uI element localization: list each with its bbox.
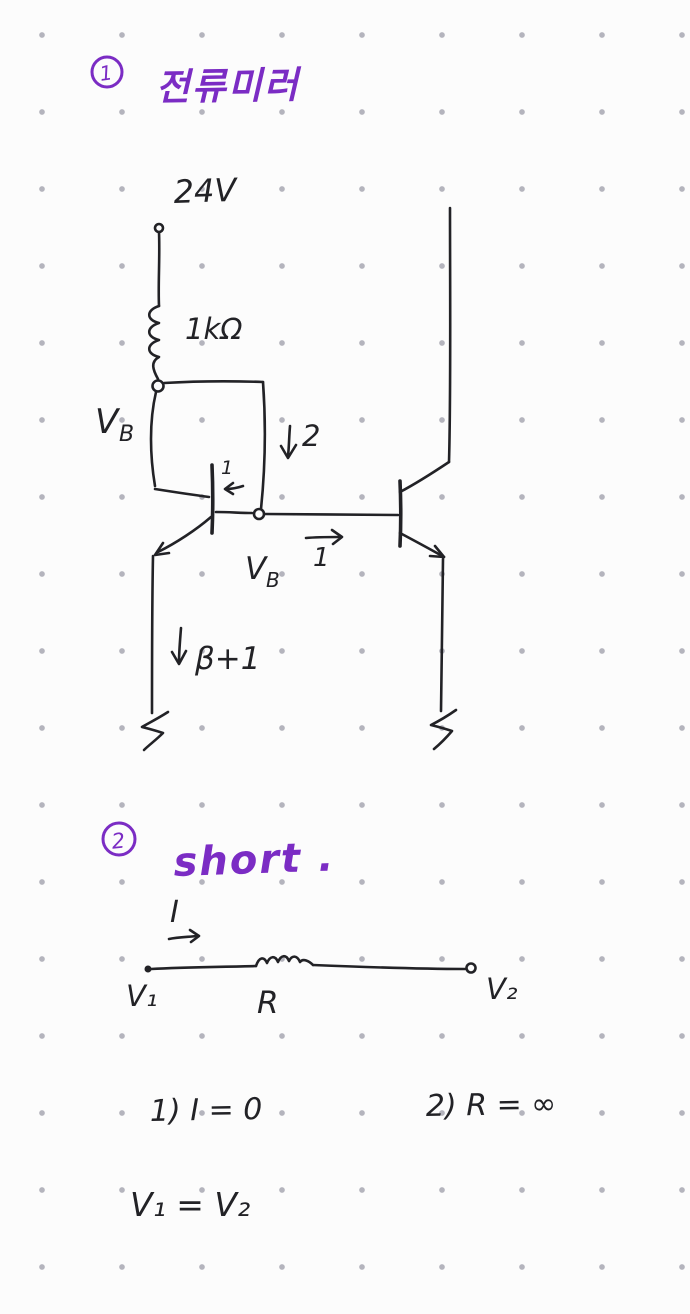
base-wire-right	[263, 512, 400, 517]
q2-collector-lead	[398, 460, 451, 494]
resistor-r-label: R	[257, 985, 279, 1021]
q1-emitter-drop-wire	[150, 554, 155, 715]
vb-bottom-subscript: B	[266, 568, 280, 592]
q1-base-lead	[153, 487, 211, 499]
q2-emitter-arrowhead	[428, 544, 446, 559]
right-terminal-circle	[465, 962, 477, 974]
section-1-badge-number: 1	[98, 60, 114, 86]
branch-current-label: 2	[302, 419, 320, 453]
q1-emitter-lead	[156, 515, 213, 554]
current-i-label: I	[170, 895, 179, 930]
node-ring-top	[151, 379, 165, 393]
left-terminal-dot	[144, 965, 152, 973]
q2-emitter-drop-wire	[439, 557, 445, 713]
v2-node-label: V₂	[486, 972, 518, 1006]
v1-node-label: V₁	[126, 979, 157, 1013]
q2-collector-wire-up	[447, 206, 452, 464]
wire-node-to-base	[149, 390, 158, 488]
case-1-equation: 1) I = 0	[150, 1092, 263, 1129]
wire-branch-down	[259, 380, 267, 511]
branch-current-arrowhead	[279, 443, 298, 460]
q2-emitter-lead	[398, 531, 446, 559]
output-current-arrowhead	[330, 528, 344, 546]
section-1-badge-circle	[90, 55, 124, 89]
output-current-label: 1	[313, 543, 330, 573]
vb-bottom-label: V	[245, 551, 269, 587]
node-ring-mid	[252, 507, 266, 521]
q1-base-bar	[210, 463, 215, 535]
section-1-title: 전류미러	[155, 63, 302, 109]
vb-left-subscript: B	[119, 422, 134, 447]
base-current-arrowhead	[223, 481, 235, 496]
ink-labels: 24V 1kΩ V B 2 1 V B 1 β+1 I V₁ R V₂ 1) I…	[95, 171, 556, 1224]
emitter-current-arrow-shaft	[177, 626, 183, 664]
base-current-label: 1	[221, 457, 233, 479]
emitter-current-arrowhead	[170, 649, 188, 666]
supply-wire	[157, 230, 161, 308]
wire-node-right	[162, 380, 265, 385]
current-i-arrow-shaft	[167, 934, 199, 941]
resistor-coil	[147, 304, 161, 381]
branch-current-arrow-shaft	[286, 424, 292, 458]
ink-strokes	[140, 206, 477, 974]
wire-right-segment	[311, 963, 467, 971]
section-2-badge-number: 2	[110, 828, 126, 853]
accent-strokes	[90, 55, 137, 857]
section-2-title: short .	[173, 834, 336, 886]
case-2-equation: 2) R = ∞	[426, 1087, 557, 1124]
output-current-arrow-shaft	[304, 535, 342, 540]
vb-left-label: V	[95, 402, 121, 442]
ground-symbol-right	[429, 708, 458, 751]
q1-collector-lead	[214, 510, 254, 515]
resistor-value-label: 1kΩ	[185, 312, 242, 346]
wire-left-segment	[149, 964, 258, 971]
current-i-arrowhead	[188, 928, 201, 944]
result-equation: V₁ = V₂	[130, 1185, 250, 1224]
supply-voltage-label: 24V	[173, 171, 239, 211]
emitter-current-label: β+1	[194, 641, 260, 677]
accent-labels: 1 전류미러 2 short .	[98, 60, 336, 886]
q2-base-bar	[398, 479, 403, 548]
ground-symbol-left	[140, 710, 170, 752]
section-2-badge-circle	[101, 821, 137, 857]
resistor-bumps	[254, 954, 315, 968]
q1-emitter-arrowhead	[153, 541, 171, 557]
